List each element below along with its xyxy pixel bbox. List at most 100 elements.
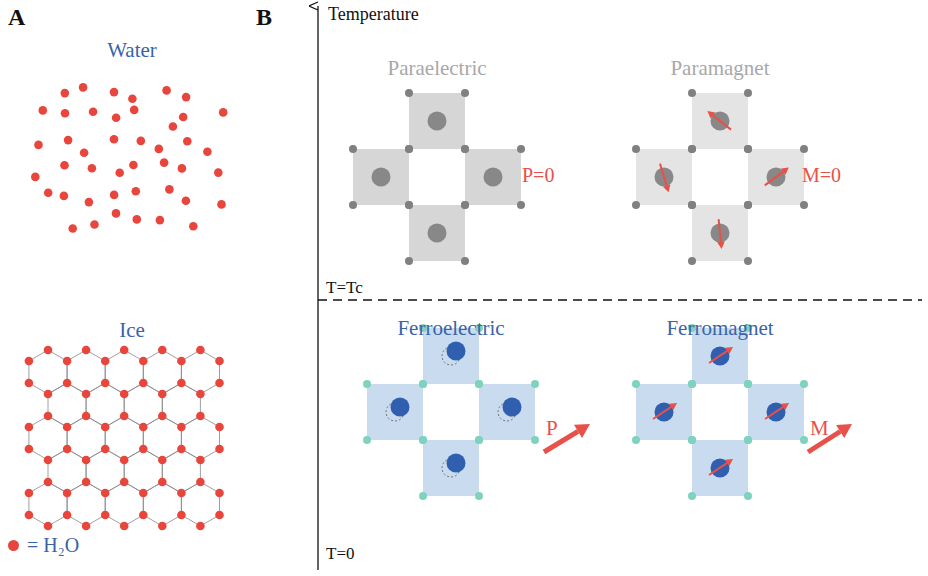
- spin-arrow-head: [725, 459, 733, 466]
- hexagon-bond: [124, 383, 162, 427]
- hexagon-bond: [48, 449, 86, 493]
- corner-atom: [744, 145, 752, 153]
- water-dots: [31, 83, 228, 233]
- corner-atom: [405, 257, 413, 265]
- ice-molecule: [63, 423, 72, 432]
- corner-atom: [744, 380, 752, 388]
- corner-atom: [419, 380, 427, 388]
- ice-molecule: [158, 456, 167, 465]
- water-molecule: [112, 209, 121, 218]
- ice-molecule: [44, 456, 53, 465]
- spin-arrow-head: [707, 111, 715, 118]
- ice-molecule: [25, 445, 34, 454]
- corner-atom: [349, 201, 357, 209]
- ice-molecule: [82, 456, 91, 465]
- ice-molecule: [177, 357, 186, 366]
- ice-molecule: [101, 379, 110, 388]
- ice-molecule: [196, 412, 205, 421]
- water-molecule: [115, 169, 124, 178]
- corner-atom: [632, 380, 640, 388]
- corner-atom: [517, 201, 525, 209]
- ice-molecule: [82, 346, 91, 355]
- water-molecule: [34, 141, 43, 150]
- corner-atom: [688, 492, 696, 500]
- ice-molecule: [158, 478, 167, 487]
- corner-atom: [475, 436, 483, 444]
- water-molecule: [44, 189, 53, 198]
- hexagon-bond: [67, 416, 105, 460]
- center-ion: [372, 168, 391, 187]
- water-molecule: [219, 108, 228, 117]
- ice-molecule: [215, 445, 224, 454]
- water-molecule: [165, 185, 174, 194]
- corner-atom: [405, 201, 413, 209]
- ice-molecule: [25, 357, 34, 366]
- corner-atom: [744, 257, 752, 265]
- center-ion: [484, 168, 503, 187]
- ice-molecule: [139, 445, 148, 454]
- water-molecule: [178, 164, 187, 173]
- legend-entry: = H₂O: [8, 534, 79, 557]
- corner-atom: [517, 145, 525, 153]
- water-molecule: [169, 122, 178, 131]
- corner-atom: [744, 201, 752, 209]
- polarization-arrow-head: [574, 424, 590, 438]
- ice-molecule: [139, 489, 148, 498]
- order-parameter: M: [810, 416, 829, 440]
- hexagon-bond: [143, 416, 181, 460]
- hexagon-bond: [105, 482, 143, 526]
- water-molecule: [61, 109, 70, 118]
- water-molecule: [60, 161, 69, 170]
- ice-molecule: [215, 423, 224, 432]
- ice-molecule: [44, 522, 53, 531]
- ice-molecule: [120, 478, 129, 487]
- ice-molecule: [63, 511, 72, 520]
- hexagon-bond: [181, 416, 219, 460]
- phase-title: Ice: [119, 318, 145, 342]
- phase-title: Ferroelectric: [397, 316, 504, 340]
- phase-title: Paraelectric: [388, 56, 487, 80]
- hexagon-bond: [181, 482, 219, 526]
- corner-atom: [475, 380, 483, 388]
- hexagon-bond: [67, 482, 105, 526]
- spin-arrow-shaft: [653, 407, 671, 419]
- water-molecule: [203, 147, 212, 156]
- corner-atom: [461, 201, 469, 209]
- corner-atom: [800, 380, 808, 388]
- ice-molecule: [82, 390, 91, 399]
- ice-molecule: [215, 357, 224, 366]
- water-molecule: [182, 93, 191, 102]
- water-molecule: [189, 222, 198, 231]
- ice-molecule: [177, 445, 186, 454]
- water-molecule: [137, 137, 146, 146]
- hexagon-bond: [29, 350, 67, 394]
- legend-swatch: [8, 540, 19, 551]
- panel-letter: A: [8, 4, 25, 32]
- water-molecule: [112, 114, 121, 123]
- water-molecule: [31, 173, 40, 182]
- corner-atom: [632, 436, 640, 444]
- phase-title: Ferromagnet: [666, 316, 773, 340]
- water-molecule: [155, 145, 164, 154]
- corner-atom: [688, 89, 696, 97]
- spin-arrow-head: [717, 242, 725, 249]
- ice-molecule: [101, 445, 110, 454]
- ice-molecule: [82, 522, 91, 531]
- center-ion: [428, 112, 447, 131]
- spin-arrow-head: [725, 347, 733, 354]
- crystal-cells: [349, 89, 852, 500]
- ice-molecule: [44, 390, 53, 399]
- water-molecule: [60, 192, 69, 201]
- order-parameter: P: [546, 416, 558, 440]
- water-molecule: [85, 198, 94, 207]
- water-molecule: [132, 187, 141, 196]
- corner-atom: [461, 145, 469, 153]
- hexagon-bond: [143, 350, 181, 394]
- temperature-axis: [317, 6, 318, 570]
- unit-cell: [748, 384, 804, 440]
- phase-title: Paramagnet: [670, 56, 769, 80]
- unit-cell: [353, 149, 409, 205]
- corner-atom: [688, 201, 696, 209]
- displaced-ion: [447, 342, 466, 361]
